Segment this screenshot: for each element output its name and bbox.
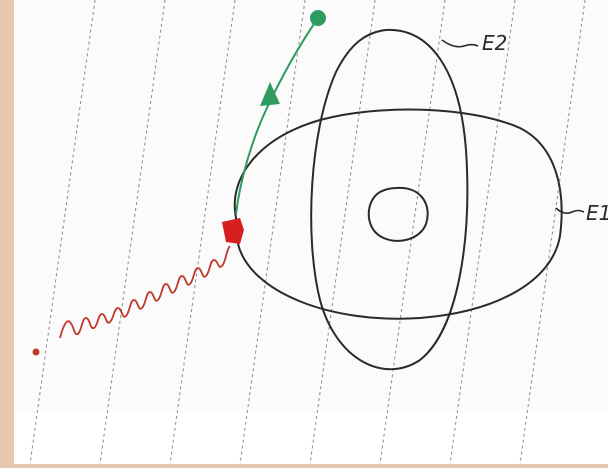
photon-source-dot bbox=[32, 348, 40, 356]
ruled-lines bbox=[29, 0, 586, 465]
e2-label-tick bbox=[441, 39, 479, 48]
orbit-e2 bbox=[310, 28, 469, 371]
ejection-arrowhead bbox=[260, 82, 280, 106]
electron-marker bbox=[222, 218, 244, 244]
label-e2: E2 bbox=[482, 31, 507, 55]
ejected-electron-path bbox=[235, 17, 319, 215]
paper-bottom-edge bbox=[14, 410, 608, 464]
label-e1: E1 bbox=[586, 201, 608, 225]
photon-wave bbox=[59, 245, 231, 339]
ejected-electron-dot bbox=[310, 10, 326, 26]
e1-label-tick bbox=[555, 207, 585, 214]
nucleus-ring bbox=[367, 186, 429, 242]
